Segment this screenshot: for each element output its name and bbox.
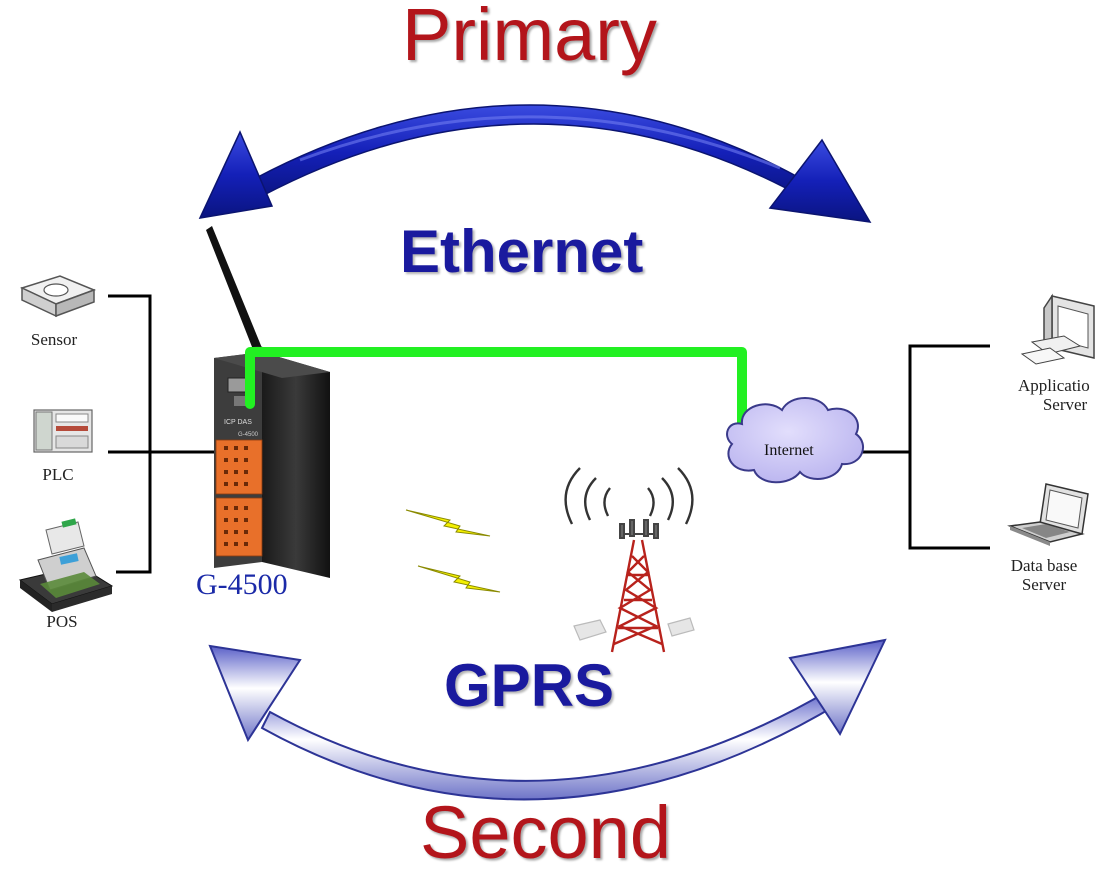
signal-bolt-icon — [405, 509, 501, 593]
ethernet-label: Ethernet — [400, 218, 644, 285]
ethernet-line — [245, 347, 747, 435]
svg-text:G-4500: G-4500 — [238, 432, 259, 438]
application-server-line1: Applicatio — [1018, 376, 1090, 395]
radio-waves-icon — [564, 467, 694, 525]
antenna-icon — [206, 226, 265, 354]
plc-icon — [33, 409, 93, 453]
database-server-label: Data base Server — [1000, 556, 1088, 594]
primary-arrow — [198, 104, 872, 223]
second-title: Second — [420, 791, 671, 874]
pos-label: POS — [46, 612, 78, 631]
cloud-icon — [726, 397, 864, 484]
application-server-line2: Server — [1042, 395, 1088, 414]
desktop-computer-icon — [1020, 293, 1095, 365]
g4500-device: ICP DAS G-4500 — [214, 352, 330, 578]
pos-icon — [18, 518, 114, 612]
cell-tower-icon — [573, 519, 695, 653]
database-server-line1: Data base — [1010, 556, 1078, 575]
laptop-icon — [1007, 483, 1089, 546]
sensor-icon — [19, 275, 97, 318]
device-label: G-4500 — [196, 568, 288, 601]
right-bracket — [860, 344, 990, 550]
secondary-arrow — [208, 638, 887, 801]
primary-title: Primary — [402, 0, 657, 76]
left-bracket — [108, 294, 215, 574]
application-server-label: Applicatio Server — [1016, 376, 1104, 414]
gprs-label: GPRS — [444, 652, 615, 719]
sensor-label: Sensor — [30, 330, 78, 349]
svg-text:ICP DAS: ICP DAS — [224, 419, 252, 426]
internet-label: Internet — [764, 442, 814, 459]
database-server-line2: Server — [1021, 575, 1067, 594]
plc-label: PLC — [42, 465, 74, 484]
